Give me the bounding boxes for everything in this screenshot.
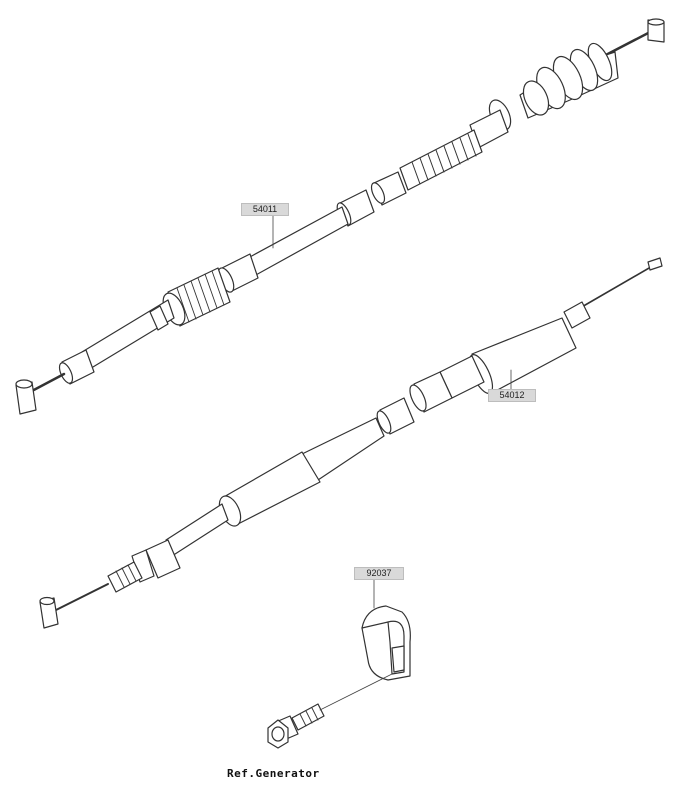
- reference-label: Ref.Generator: [227, 767, 320, 780]
- cable-clamp: [361, 605, 411, 681]
- part-number-92037[interactable]: 92037: [354, 567, 404, 580]
- mounting-bolt: [267, 703, 325, 749]
- throttle-cable: [39, 257, 663, 629]
- leader-lines: [272, 214, 512, 711]
- part-number-54012[interactable]: 54012: [488, 389, 536, 402]
- clutch-cable: [15, 18, 665, 415]
- part-number-54011[interactable]: 54011: [241, 203, 289, 216]
